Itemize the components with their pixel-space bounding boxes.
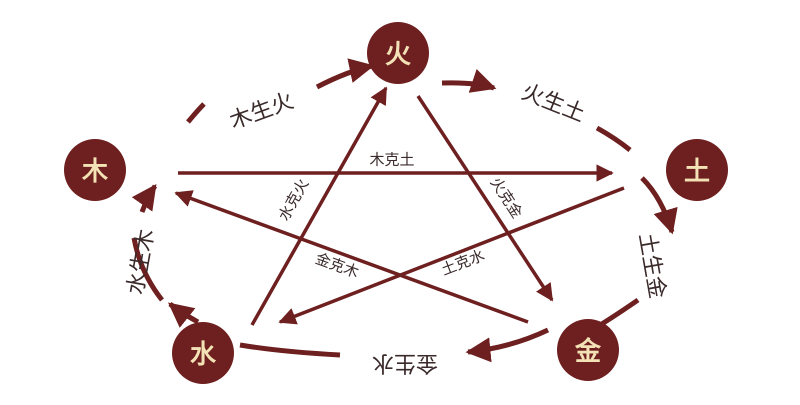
arc-water-start xyxy=(239,342,341,358)
arc-fire-end xyxy=(595,125,632,152)
label-water-controls-fire: 水克火 xyxy=(275,176,313,224)
arc-metal-to-water xyxy=(465,327,550,363)
element-earth-label: 土 xyxy=(684,157,710,187)
label-fire-controls-metal: 火克金 xyxy=(487,174,527,222)
arc-water-arrival xyxy=(168,302,200,328)
arc-wood-arrival xyxy=(131,183,158,213)
arc-water-to-wood xyxy=(131,237,164,302)
label-metal-generates-water: 金生水 xyxy=(372,350,438,375)
line-fire-controls-metal xyxy=(416,95,554,302)
label-wood-generates-fire: 木生火 xyxy=(227,88,298,134)
label-earth-generates-metal: 土生金 xyxy=(633,231,669,300)
element-metal: 金 xyxy=(557,319,619,381)
label-metal-controls-wood: 金克木 xyxy=(313,249,361,281)
arc-fire-to-earth xyxy=(441,69,497,93)
element-wood: 木 xyxy=(64,139,126,201)
element-water-label: 水 xyxy=(190,340,217,370)
label-fire-generates-earth: 火生土 xyxy=(518,80,589,128)
line-metal-controls-wood xyxy=(174,190,529,324)
element-metal-label: 金 xyxy=(574,336,602,367)
label-wood-controls-earth: 木克土 xyxy=(369,151,414,169)
line-earth-controls-water xyxy=(278,186,625,325)
element-earth: 土 xyxy=(666,139,728,201)
element-wood-label: 木 xyxy=(81,157,108,187)
line-water-controls-fire xyxy=(250,86,388,326)
element-fire-label: 火 xyxy=(385,40,411,70)
arc-wood-to-fire xyxy=(315,58,375,90)
arc-earth-to-metal xyxy=(640,176,678,235)
element-water: 水 xyxy=(172,322,234,384)
arc-wood-start xyxy=(186,102,206,124)
element-fire: 火 xyxy=(367,22,429,84)
